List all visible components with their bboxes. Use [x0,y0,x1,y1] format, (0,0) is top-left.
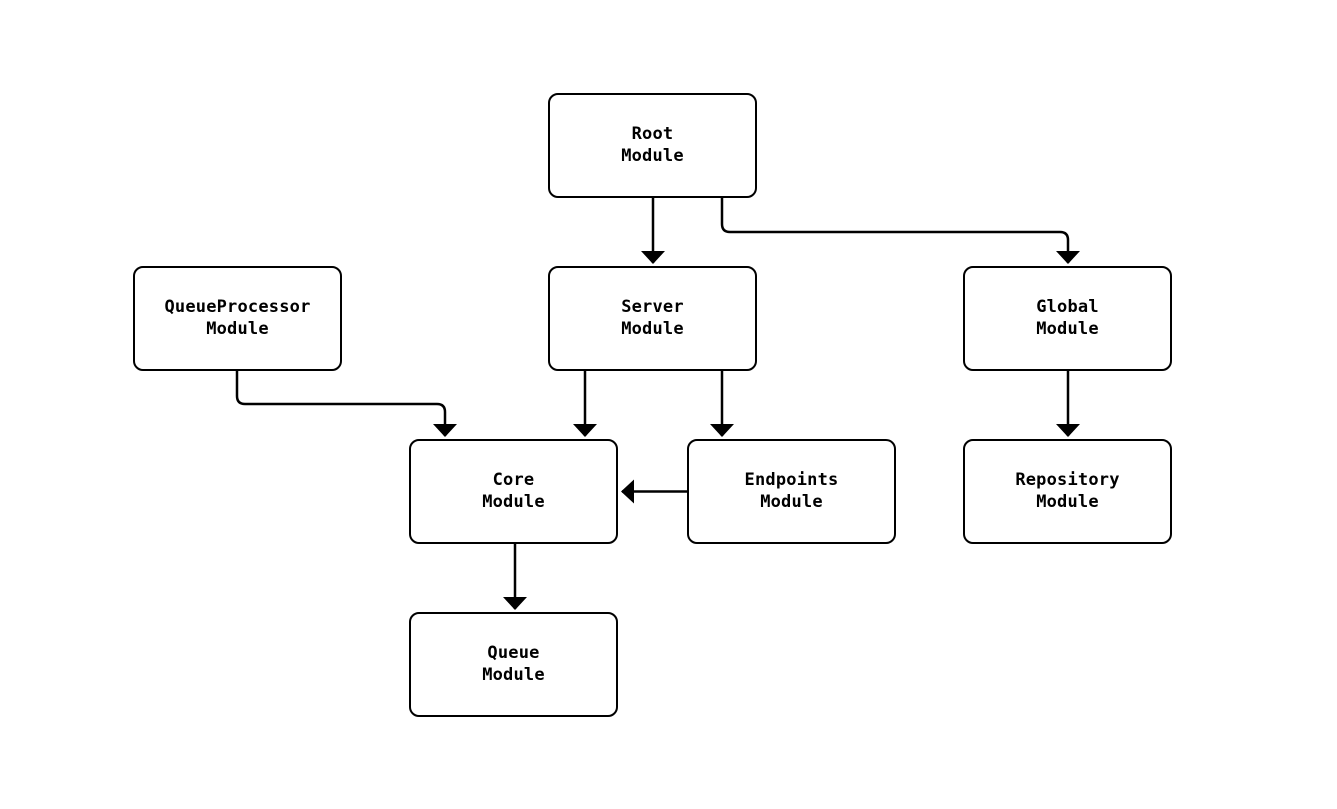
node-label-line: Module [621,145,684,166]
node-root-module: Root Module [548,93,757,198]
node-label-line: Endpoints [744,470,839,490]
node-label-line: QueueProcessor [164,297,311,317]
node-label-line: Module [482,664,545,685]
node-repository-module: Repository Module [963,439,1172,544]
node-global-module: Global Module [963,266,1172,371]
node-label-line: Root [631,124,674,144]
edge-queueprocessor-to-core [235,371,457,437]
node-queue-module: Queue Module [409,612,618,717]
node-label-line: Module [206,318,269,339]
node-label-line: Queue [487,643,540,663]
node-label-line: Module [621,318,684,339]
node-label-line: Repository [1015,470,1120,490]
node-label-line: Module [482,491,545,512]
node-label-line: Module [760,491,823,512]
edge-root-to-global [720,198,1080,264]
node-label-line: Server [621,297,684,317]
node-label-line: Module [1036,318,1099,339]
node-server-module: Server Module [548,266,757,371]
node-label-line: Global [1036,297,1099,317]
node-label-line: Core [492,470,535,490]
node-core-module: Core Module [409,439,618,544]
node-label-line: Module [1036,491,1099,512]
node-endpoints-module: Endpoints Module [687,439,896,544]
node-queueprocessor-module: QueueProcessor Module [133,266,342,371]
